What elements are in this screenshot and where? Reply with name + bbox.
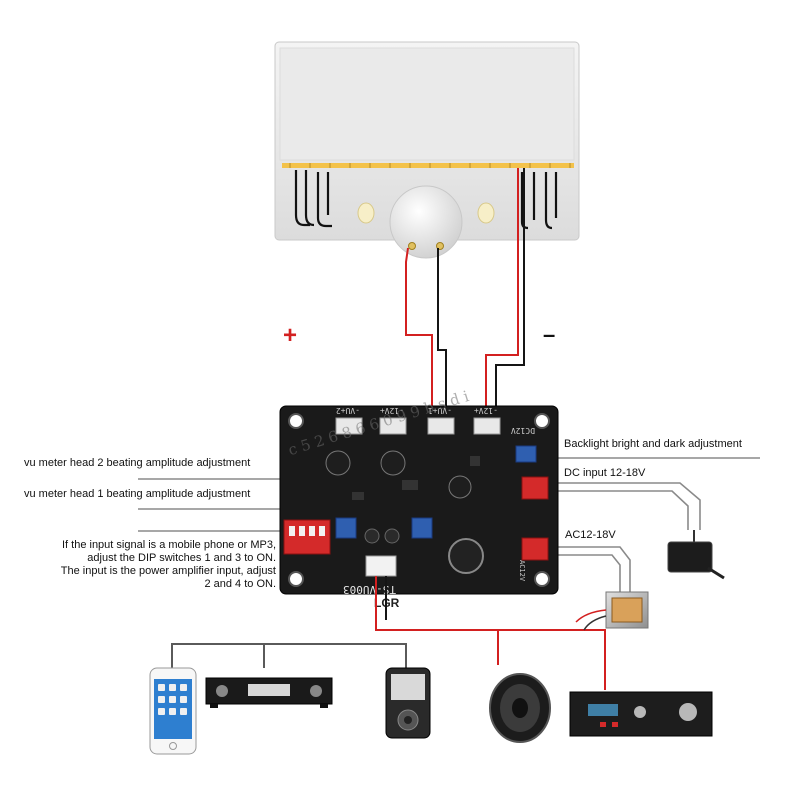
board-model-label: TS-VU003	[343, 583, 396, 596]
connector-label-12v-b: -12V+	[474, 406, 498, 415]
lamp-left-icon	[357, 202, 375, 224]
dip-instructions-label: If the input signal is a mobile phone or…	[60, 539, 276, 590]
connector-label-vu2: -VU+2	[336, 406, 360, 415]
connector-label-vu1: -VU+1	[428, 406, 452, 415]
callout-lines	[138, 457, 760, 594]
trimmer-backlight-icon	[515, 445, 537, 463]
backlight-label: Backlight bright and dark adjustment	[564, 438, 742, 450]
meter-movement-icon	[389, 185, 463, 259]
lamp-right-icon	[477, 202, 495, 224]
input-header-icon	[365, 555, 397, 577]
meter-wires	[405, 168, 525, 430]
board-connectors	[335, 417, 501, 435]
speaker-icon	[489, 673, 551, 743]
connector-label-12v-a: -12V+	[380, 406, 404, 415]
dc-input-label: DC input 12-18V	[564, 467, 646, 479]
power-adapter-icon	[667, 530, 725, 580]
phone-icon	[149, 667, 197, 755]
ac-terminal-icon	[521, 537, 549, 561]
vu1-adjust-label: vu meter head 1 beating amplitude adjust…	[24, 488, 251, 500]
transformer-icon	[575, 591, 649, 631]
vu2-adjust-label: vu meter head 2 beating amplitude adjust…	[24, 457, 251, 469]
dc-terminal-icon	[521, 476, 549, 500]
vu-driver-board	[279, 405, 559, 595]
terminal-label-ac: AC12V	[518, 560, 526, 582]
minus-sign: –	[543, 322, 556, 347]
mp3-player-icon	[385, 667, 431, 739]
output-wires	[171, 576, 606, 690]
trimmer-vu1-icon	[411, 517, 433, 539]
terminal-label-dc: DC12V	[511, 426, 535, 435]
ac-input-label: AC12-18V	[565, 529, 616, 541]
cd-player-icon	[205, 677, 333, 708]
trimmer-vu2-icon	[335, 517, 357, 539]
plus-sign: +	[283, 322, 298, 349]
amplifier-icon	[569, 691, 713, 737]
vu-meter-icon	[274, 41, 580, 259]
dip-switch-icon	[283, 519, 331, 555]
